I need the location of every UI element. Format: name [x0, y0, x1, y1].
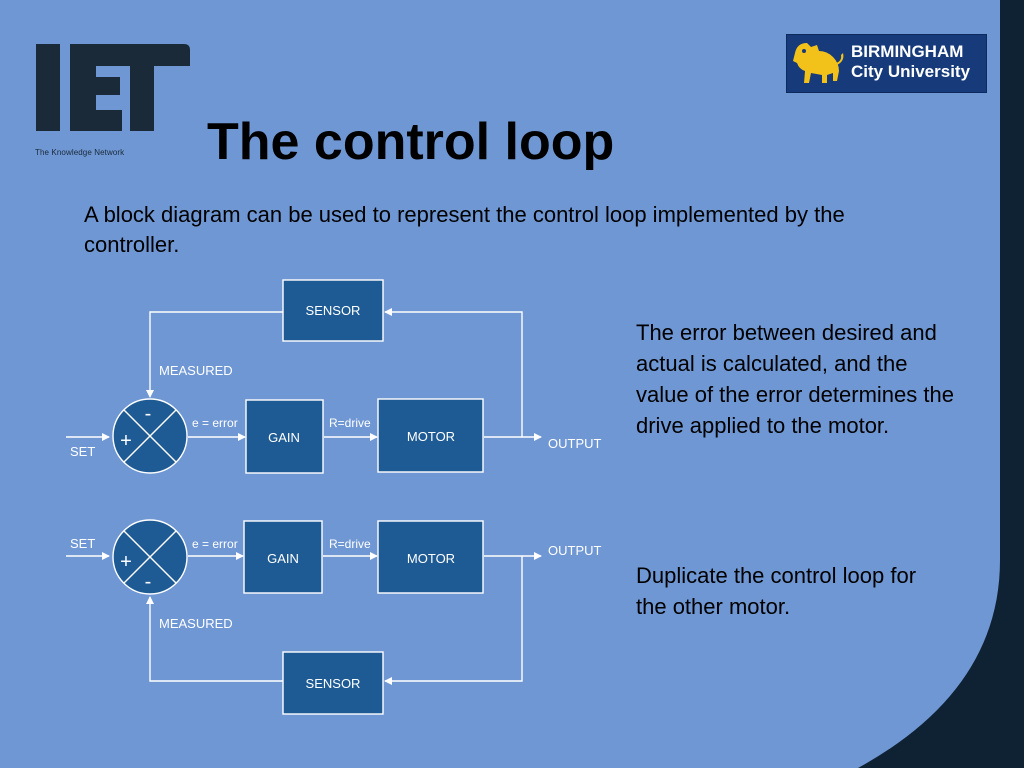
diagram-bottom — [66, 552, 542, 685]
bcu-name: BIRMINGHAM City University — [851, 42, 970, 82]
motor-block-bottom — [377, 520, 484, 594]
error-label-bottom: e = error — [192, 537, 238, 551]
feedback-right-bottom — [384, 556, 523, 685]
diagram-top — [66, 308, 542, 441]
output-label-top: OUTPUT — [548, 436, 602, 451]
sensor-label-top: SENSOR — [306, 303, 361, 318]
gain-label-top: GAIN — [268, 430, 300, 445]
minus-sign-top: - — [145, 403, 152, 425]
drive-label-top: R=drive — [329, 416, 371, 430]
iet-logo — [36, 44, 190, 131]
set-label-bottom: SET — [70, 536, 95, 551]
bcu-line1: BIRMINGHAM — [851, 42, 964, 61]
sensor-label-bottom: SENSOR — [306, 676, 361, 691]
plus-sign-bottom: + — [120, 551, 132, 573]
gain-label-bottom: GAIN — [267, 551, 299, 566]
motor-block-top — [377, 398, 484, 473]
right-border-curve — [858, 0, 1024, 768]
page-title: The control loop — [207, 113, 615, 171]
sensor-block-bottom — [282, 651, 384, 715]
gain-block-bottom — [243, 520, 323, 594]
minus-sign-bottom: - — [145, 571, 152, 593]
motor-label-bottom: MOTOR — [407, 551, 455, 566]
output-label-bottom: OUTPUT — [548, 543, 602, 558]
error-explanation-text: The error between desired and actual is … — [636, 320, 954, 438]
summing-junction-bottom — [112, 519, 188, 595]
lion-icon — [793, 43, 844, 83]
summing-junction-top — [112, 398, 188, 474]
drive-label-bottom: R=drive — [329, 537, 371, 551]
plus-sign-top: + — [120, 430, 132, 452]
feedback-left-bottom — [146, 596, 283, 682]
sensor-block-top — [282, 279, 384, 342]
feedback-right-top — [384, 308, 523, 437]
gain-block-top — [245, 399, 324, 474]
set-label-top: SET — [70, 444, 95, 459]
measured-label-top: MEASURED — [159, 363, 233, 378]
bcu-logo: BIRMINGHAM City University — [786, 34, 987, 93]
intro-text: A block diagram can be used to represent… — [84, 202, 845, 257]
duplicate-note-text: Duplicate the control loop for the other… — [636, 563, 917, 619]
motor-label-top: MOTOR — [407, 429, 455, 444]
error-label-top: e = error — [192, 416, 238, 430]
feedback-left-top — [146, 311, 283, 398]
iet-tagline: The Knowledge Network — [35, 148, 125, 157]
measured-label-bottom: MEASURED — [159, 616, 233, 631]
bcu-line2: City University — [851, 62, 971, 81]
